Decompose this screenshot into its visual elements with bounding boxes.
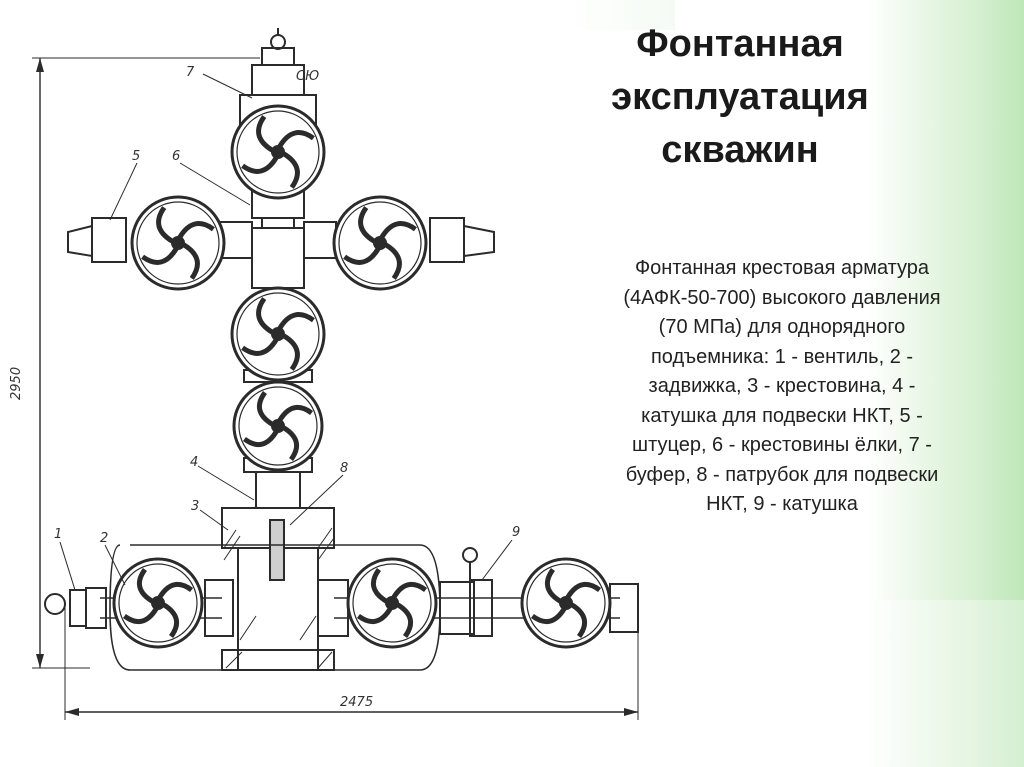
title-line: скважин [661, 129, 819, 171]
title-line: Фонтанная [636, 23, 844, 65]
description-line: штуцер, 6 - крестовины ёлки, 7 - [632, 434, 932, 456]
description-line: (4АФК-50-700) высокого давления [623, 286, 941, 309]
description-line: катушка для подвески НКТ, 5 - [641, 404, 923, 427]
handwheel-icon [346, 557, 438, 649]
pressure-gauge-top [270, 34, 286, 50]
valve-9-flange [439, 581, 475, 635]
slide-title: Фонтанная эксплуатация скважин [570, 18, 910, 177]
description-line: буфер, 8 - патрубок для подвески [625, 463, 939, 486]
label-buffer-suffix: СЮ [296, 69, 319, 84]
callout-labels: 7 5 6 4 3 8 2 1 9 СЮ 2475 2950 [9, 65, 520, 710]
callout-4: 4 [190, 455, 198, 470]
dimension-height-label: 2950 [9, 367, 24, 400]
slide-description: Фонтанная крестовая арматура (4АФК-50-70… [586, 254, 978, 520]
callout-8: 8 [340, 461, 348, 476]
tree-cross-lower [251, 227, 305, 289]
callout-6: 6 [172, 149, 180, 164]
dimension-width-label: 2475 [340, 695, 373, 710]
choke-right-body [429, 217, 465, 263]
pressure-gauge-right [462, 547, 478, 563]
handwheel-icon [232, 380, 324, 472]
handwheel-icon [332, 195, 428, 291]
description-line: Фонтанная крестовая арматура [634, 257, 930, 279]
handwheel-icon [130, 195, 226, 291]
callout-5: 5 [132, 149, 140, 164]
description-line: (70 МПа) для однорядного [658, 316, 906, 338]
callout-2: 2 [100, 531, 108, 546]
callout-1: 1 [54, 527, 62, 542]
description-line: НКТ, 9 - катушка [706, 493, 858, 515]
handwheel-icon [112, 557, 204, 649]
handwheel-icon [230, 286, 326, 382]
callout-3: 3 [191, 499, 199, 514]
description-line: подъемника: 1 - вентиль, 2 - [650, 345, 914, 368]
tubing-hanger-spool [255, 471, 301, 509]
callout-9: 9 [512, 525, 520, 540]
choke-left-body [91, 217, 127, 263]
title-line: эксплуатация [611, 76, 869, 118]
description-line: задвижка, 3 - крестовина, 4 - [648, 375, 916, 397]
handwheel-icon [520, 557, 612, 649]
handwheel-icon [230, 104, 326, 200]
pressure-gauge-left [44, 593, 66, 615]
callout-7: 7 [186, 65, 195, 80]
